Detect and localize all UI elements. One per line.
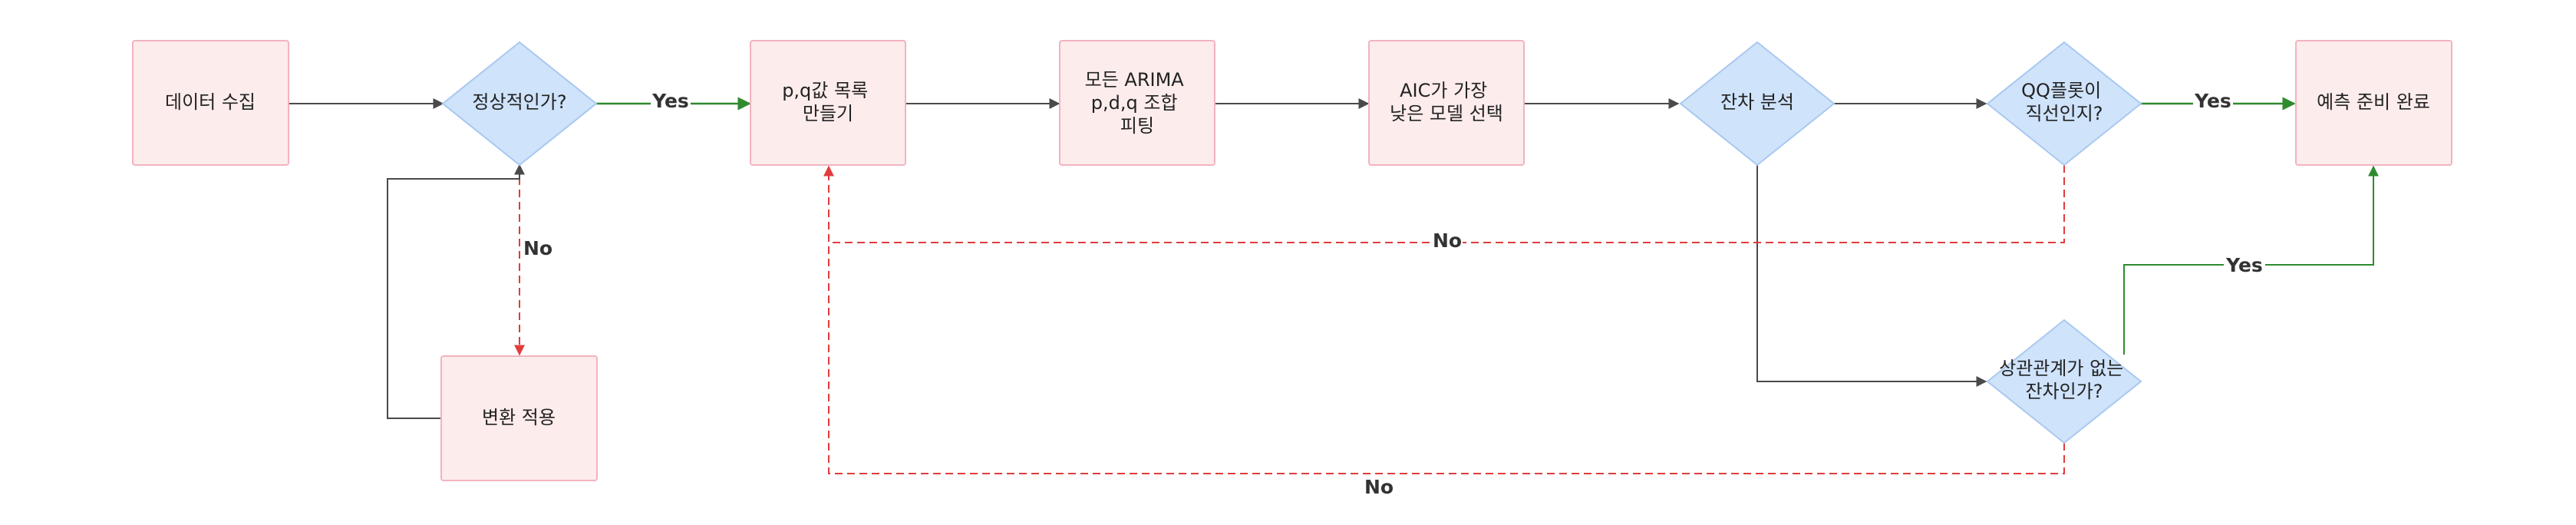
svg-text:p,q값 목록 만들기: p,q값 목록 만들기 — [782, 80, 874, 124]
node-select-aic-line-1: AIC가 가장 — [1400, 80, 1487, 101]
node-fit-all: 모든 ARIMA p,d,q 조합 피팅 — [1059, 40, 1215, 166]
svg-text:잔차 분석: 잔차 분석 — [1720, 91, 1794, 113]
edge-labels: Yes Yes No No Yes No — [522, 89, 2265, 499]
node-ready-line-1: 예측 준비 완료 — [2317, 91, 2430, 113]
edge-label-uncorrelated-no: No — [1364, 476, 1394, 498]
node-uncorrelated: 상관관계가 없는 잔차인가? — [1986, 319, 2142, 444]
edge-label-bg — [1432, 229, 1463, 252]
svg-text:변환 적용: 변환 적용 — [482, 407, 556, 428]
edge-label-stationary-yes: Yes — [651, 90, 689, 112]
node-ready: 예측 준비 완료 — [2295, 40, 2452, 166]
edge-label-bg — [1363, 476, 1395, 499]
svg-text:정상적인가?: 정상적인가? — [472, 91, 566, 113]
svg-text:AIC가 가장 낮은 모델 선택: AIC가 가장 낮은 모델 선택 — [1390, 80, 1503, 124]
edge-label-qq-no: No — [1433, 229, 1462, 252]
node-residual-line-1: 잔차 분석 — [1720, 91, 1794, 113]
node-qq: QQ플롯이 직선인지? — [1986, 41, 2142, 167]
svg-text:상관관계가 없는 잔차인가?: 상관관계가 없는 잔차인가? — [1999, 358, 2129, 402]
node-select-aic-line-2: 낮은 모델 선택 — [1390, 103, 1503, 124]
edge-label-bg — [2193, 89, 2233, 112]
node-transform: 변환 적용 — [440, 355, 598, 481]
edge-transform-to-stationary — [387, 163, 525, 419]
node-fit-all-line-3: 피팅 — [1120, 115, 1154, 137]
node-fit-all-line-2: p,d,q 조합 — [1091, 92, 1178, 114]
edge-label-bg — [522, 236, 554, 259]
node-pq-list-line-1: p,q값 목록 — [782, 80, 868, 101]
edge-label-bg — [2224, 253, 2265, 276]
node-pq-list-line-2: 만들기 — [803, 103, 853, 124]
node-uncorrelated-line-2: 잔차인가? — [2025, 381, 2103, 402]
node-collect-line-1: 데이터 수집 — [165, 91, 256, 113]
node-select-aic: AIC가 가장 낮은 모델 선택 — [1368, 40, 1525, 166]
svg-text:QQ플롯이 직선인지?: QQ플롯이 직선인지? — [2021, 80, 2107, 124]
node-fit-all-line-1: 모든 ARIMA — [1085, 69, 1185, 91]
node-residual: 잔차 분석 — [1679, 41, 1836, 167]
node-stationary: 정상적인가? — [441, 41, 598, 167]
node-uncorrelated-line-1: 상관관계가 없는 — [1999, 358, 2123, 379]
edge-label-qq-yes: Yes — [2194, 90, 2231, 112]
edge-label-uncorrelated-yes: Yes — [2225, 254, 2263, 276]
edge-uncorrelated-no — [828, 243, 2065, 474]
nodes: 데이터 수집 정상적인가? p,q값 목록 만들기 모든 ARIMA p,d,q… — [132, 40, 2452, 481]
svg-text:예측 준비 완료: 예측 준비 완료 — [2317, 91, 2430, 113]
node-pq-list: p,q값 목록 만들기 — [750, 40, 906, 166]
edge-label-stationary-no: No — [523, 237, 552, 259]
edge-label-bg — [651, 89, 691, 112]
node-collect: 데이터 수집 — [132, 40, 289, 166]
node-qq-line-1: QQ플롯이 — [2021, 80, 2101, 101]
node-transform-line-1: 변환 적용 — [482, 407, 556, 428]
svg-text:데이터 수집: 데이터 수집 — [165, 91, 256, 113]
node-qq-line-2: 직선인지? — [2025, 103, 2103, 124]
svg-text:모든 ARIMA p,d,q 조합: 모든 ARIMA p,d,q 조합 피팅 — [1085, 69, 1190, 137]
edge-residual-to-uncorrelated — [1756, 165, 1987, 387]
node-stationary-line-1: 정상적인가? — [472, 91, 566, 113]
